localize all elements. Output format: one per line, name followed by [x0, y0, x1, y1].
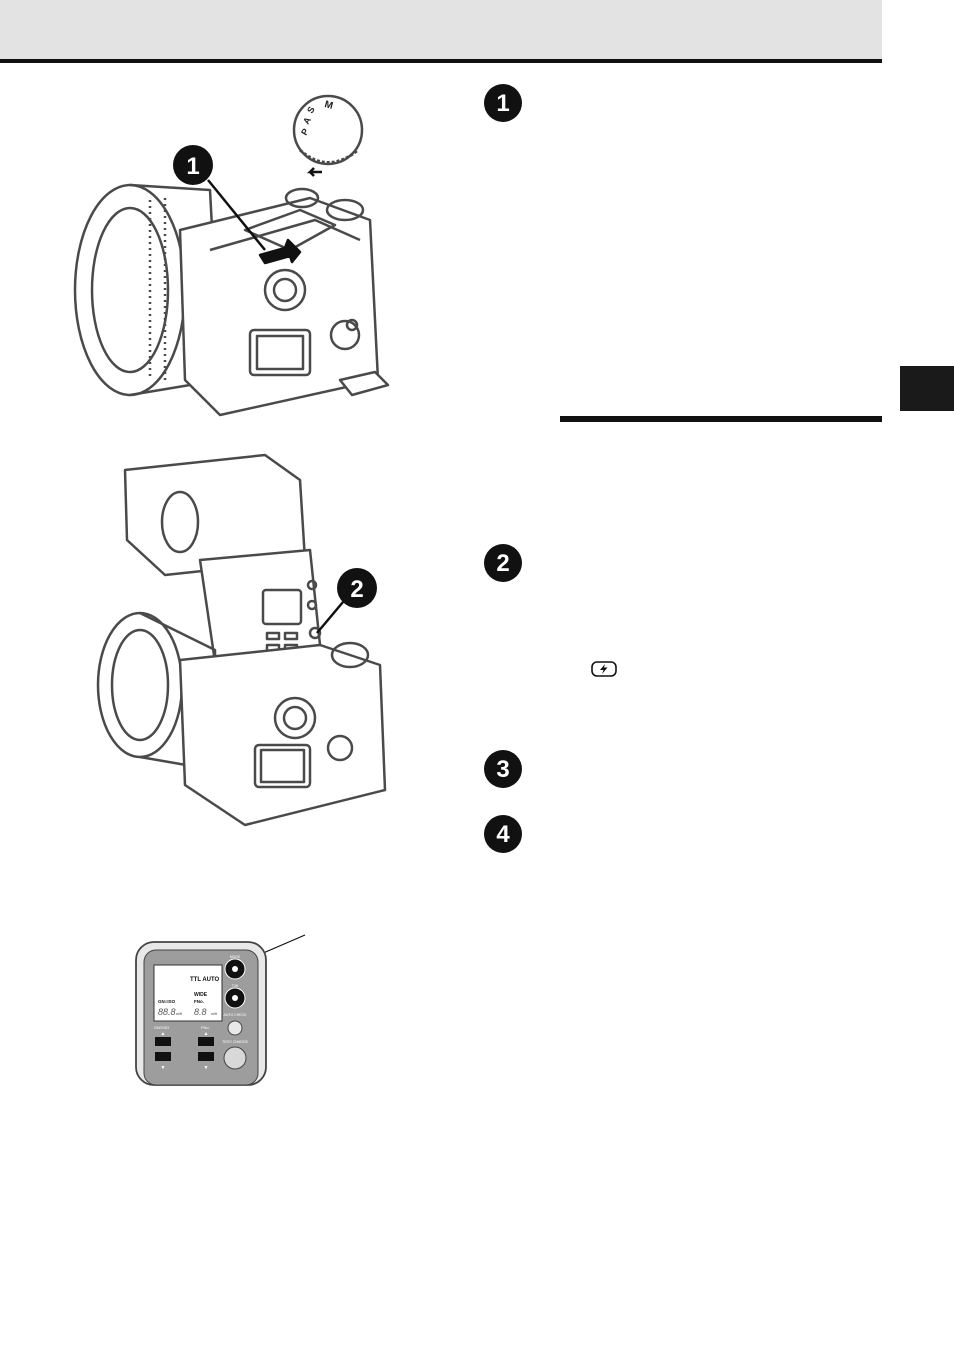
callout-1-number: 1 [186, 153, 199, 180]
panel-fno-down-button[interactable] [198, 1052, 214, 1061]
section-divider [560, 416, 882, 422]
header-rule [0, 59, 882, 63]
callout-1-badge [173, 145, 213, 185]
header-band [0, 0, 882, 59]
panel-unit-right: m/ft [211, 1012, 217, 1016]
panel-btn-fno-label: FNo. [201, 1025, 210, 1030]
flash-control-panel: TTL AUTO GN≡ISO WIDE FNo. 88.8 m/ft 8.8 … [130, 925, 320, 1090]
panel-gn-up-button[interactable] [155, 1037, 171, 1046]
camera-illustration-top: M S A P 1 [60, 80, 400, 420]
chapter-tab [900, 366, 954, 411]
mode-dial-label-m: M [323, 99, 334, 112]
mode-dial-label-p: P [299, 127, 311, 137]
panel-wide-label: WIDE [194, 992, 208, 998]
panel-fno-up-button[interactable] [198, 1037, 214, 1046]
callout-2-number: 2 [350, 576, 363, 603]
mode-dial-label-a: A [301, 115, 313, 126]
step-4-badge: 4 [483, 814, 523, 854]
panel-mode-label: MODE [230, 955, 241, 959]
step-2-badge: 2 [483, 543, 523, 583]
panel-display-title: TTL AUTO [190, 977, 220, 983]
step-1-number: 1 [496, 90, 509, 117]
mode-dial-icon: M S A P [292, 94, 364, 177]
panel-auto-check-lamp [227, 1020, 243, 1036]
panel-auto-check-label: AUTO CHECK [224, 1013, 248, 1017]
callout-2-badge [337, 568, 377, 608]
panel-unit-left: m/ft [176, 1012, 182, 1016]
panel-seg-right: 8.8 [194, 1007, 207, 1017]
step-3-badge: 3 [483, 749, 523, 789]
panel-seg-left: 88.8 [158, 1007, 176, 1017]
flash-icon [591, 661, 617, 677]
camera-with-flash-illustration: 2 [95, 450, 395, 840]
step-1-badge: 1 [483, 83, 523, 123]
mode-dial-label-s: S [305, 105, 317, 115]
svg-text:▲: ▲ [204, 1031, 209, 1037]
panel-fno-label: FNo. [194, 999, 204, 1004]
panel-test-charge-label: TEST/ CHARGE [222, 1040, 249, 1044]
step-2-number: 2 [496, 550, 509, 577]
panel-btn-gn-iso-label: GN≡ISO [154, 1025, 169, 1030]
panel-tw-label: T/W [232, 984, 239, 988]
step-4-number: 4 [496, 821, 510, 848]
svg-text:▼: ▼ [204, 1065, 209, 1071]
svg-text:▼: ▼ [161, 1065, 166, 1071]
panel-gn-label: GN≡ISO [158, 999, 176, 1004]
panel-gn-down-button[interactable] [155, 1052, 171, 1061]
arrow-left-icon [306, 167, 322, 177]
panel-test-charge-button[interactable] [223, 1046, 247, 1070]
svg-text:▲: ▲ [161, 1031, 166, 1037]
step-3-number: 3 [496, 756, 509, 783]
